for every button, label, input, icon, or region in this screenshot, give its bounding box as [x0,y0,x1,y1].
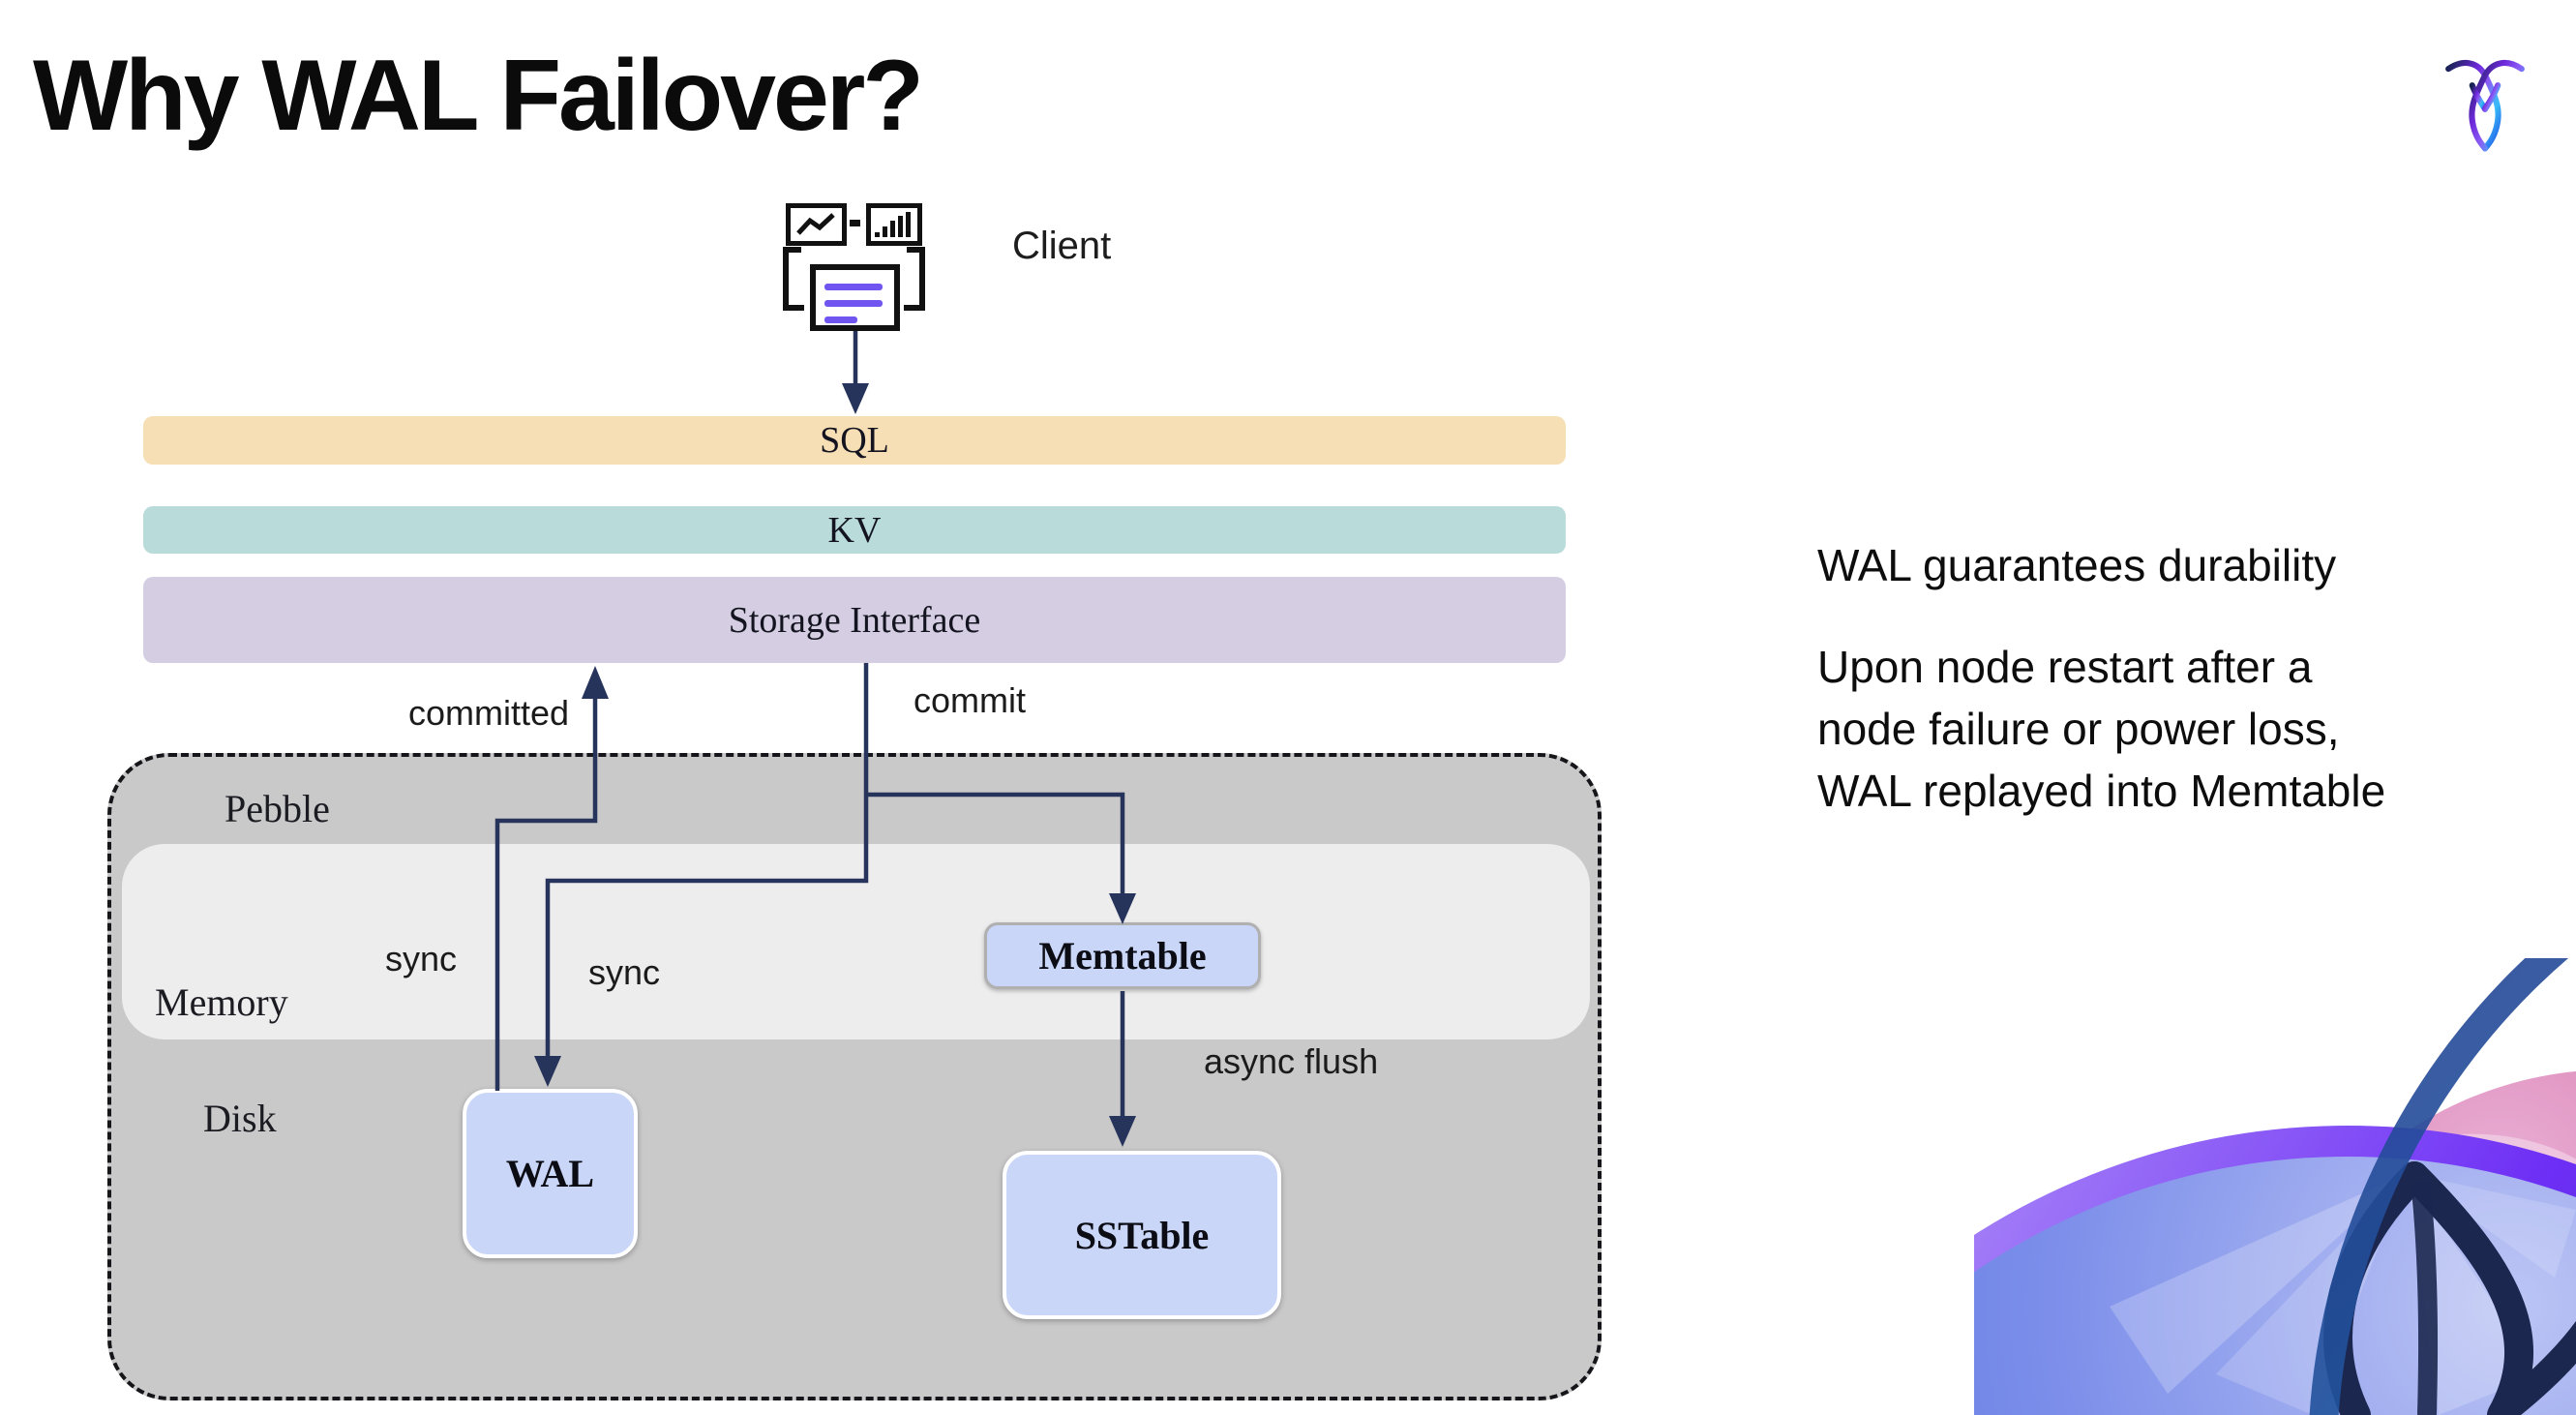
kv-layer-bar: KV [143,506,1566,554]
memory-label: Memory [155,980,288,1024]
sql-layer-bar: SQL [143,416,1566,465]
sstable-node: SSTable [1003,1151,1281,1319]
memtable-node: Memtable [984,922,1261,989]
bar-chart-icon [866,203,922,246]
brand-decoration [1974,958,2576,1415]
sync-edge-label-2: sync [588,952,661,992]
disk-label: Disk [203,1097,277,1140]
arrowhead-sql [842,383,869,414]
kv-layer-label: KV [827,509,882,551]
committed-edge-label: committed [408,693,570,733]
bullet-text: Upon node restart after a node failure o… [1817,642,2386,816]
arrowhead-committed [582,666,609,699]
sstable-label: SSTable [1074,1213,1210,1257]
wal-node: WAL [463,1089,638,1258]
pebble-label: Pebble [225,787,330,830]
cockroachdb-logo-icon [2439,54,2531,155]
list-item: Upon node restart after a node failure o… [1721,636,2572,822]
bullet-text: WAL guarantees durability [1817,540,2337,590]
sql-layer-label: SQL [820,420,889,461]
memory-zone [122,844,1590,1039]
page-title: Why WAL Failover? [33,40,924,152]
sql-document-icon [810,264,900,331]
commit-edge-label: commit [914,680,1026,720]
bullet-list: WAL guarantees durability Upon node rest… [1721,534,2572,822]
client-label: Client [1012,225,1112,267]
sync-edge-label-1: sync [385,939,458,978]
line-chart-icon [786,203,847,246]
wal-label: WAL [505,1152,595,1195]
memtable-label: Memtable [1038,934,1207,978]
list-item: WAL guarantees durability [1721,534,2572,596]
async-flush-edge-label: async flush [1204,1041,1379,1081]
storage-interface-layer-bar: Storage Interface [143,577,1566,663]
storage-interface-label: Storage Interface [728,599,981,641]
purple-ring [1974,1126,2576,1273]
dash-connector [850,220,860,226]
